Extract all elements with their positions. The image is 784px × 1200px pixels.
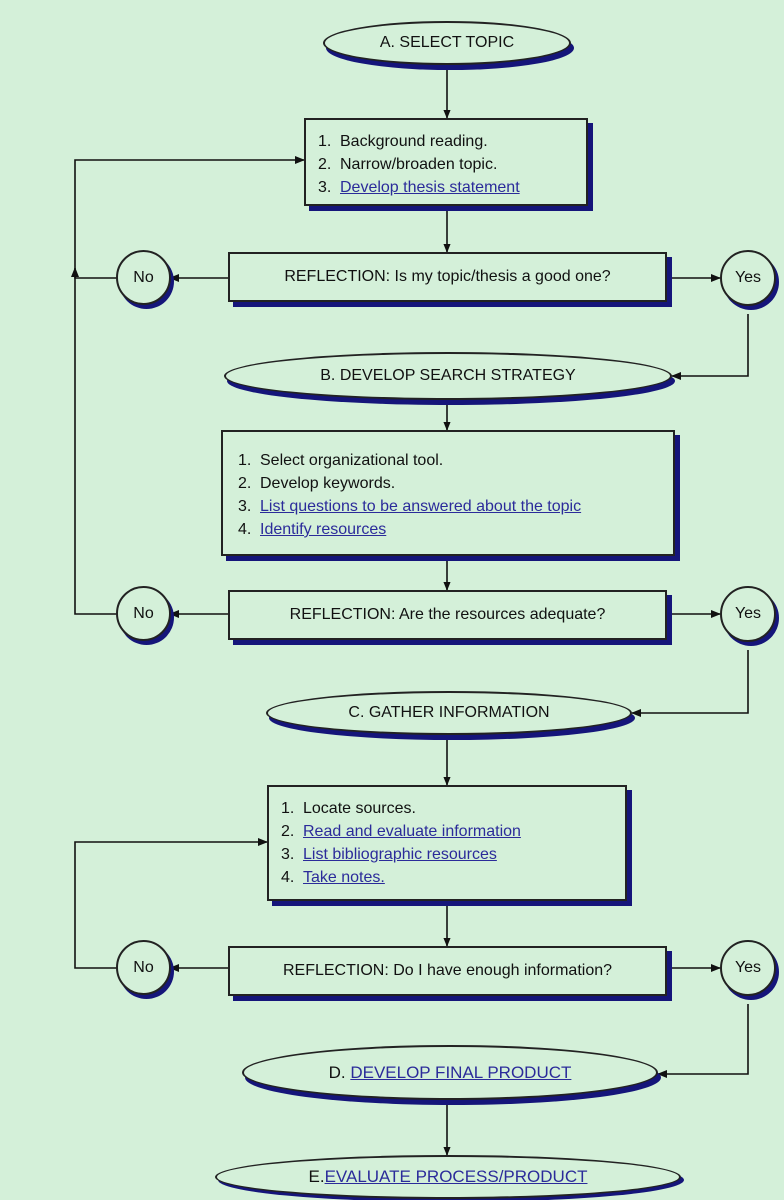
reflection-topic-thesis: REFLECTION: Is my topic/thesis a good on… xyxy=(228,252,667,302)
list-item: 2.Narrow/broaden topic. xyxy=(318,156,498,173)
list-gather-steps: 1.Locate sources. 2.Read and evaluate in… xyxy=(281,797,625,889)
link-read-evaluate[interactable]: Read and evaluate information xyxy=(303,823,521,840)
list-topic-steps: 1.Background reading. 2.Narrow/broaden t… xyxy=(318,130,586,199)
list-search-steps: 1.Select organizational tool. 2.Develop … xyxy=(238,449,673,541)
list-item: 2.Read and evaluate information xyxy=(281,823,521,840)
decision-yes-1: Yes xyxy=(720,250,776,306)
list-item: 4.Identify resources xyxy=(238,521,387,538)
decision-yes-3: Yes xyxy=(720,940,776,996)
reflection-2-text: REFLECTION: Are the resources adequate? xyxy=(289,606,606,623)
link-evaluate-process-product[interactable]: EVALUATE PROCESS/PRODUCT xyxy=(324,1167,588,1186)
list-item: 2.Develop keywords. xyxy=(238,475,396,492)
link-list-questions[interactable]: List questions to be answered about the … xyxy=(260,498,582,515)
list-item: 4.Take notes. xyxy=(281,869,385,886)
path-yes2 xyxy=(631,650,749,717)
list-item: 3.Develop thesis statement xyxy=(318,179,520,196)
reflection-resources-adequate: REFLECTION: Are the resources adequate? xyxy=(228,590,667,640)
decision-no-3: No xyxy=(116,940,171,995)
path-yes3 xyxy=(657,1004,749,1078)
loop-no1 xyxy=(74,156,305,279)
stage-b-develop-search-strategy: B. DEVELOP SEARCH STRATEGY xyxy=(224,352,672,400)
decision-yes-2: Yes xyxy=(720,586,776,642)
loop-no2 xyxy=(71,267,118,615)
link-develop-thesis[interactable]: Develop thesis statement xyxy=(340,179,520,196)
link-take-notes[interactable]: Take notes. xyxy=(303,869,385,886)
list-item: 1.Locate sources. xyxy=(281,800,416,817)
path-yes1 xyxy=(671,314,749,380)
list-item: 1.Select organizational tool. xyxy=(238,452,444,469)
decision-no-2: No xyxy=(116,586,171,641)
stage-a-label: A. SELECT TOPIC xyxy=(379,34,515,51)
reflection-1-text: REFLECTION: Is my topic/thesis a good on… xyxy=(284,268,611,285)
list-item: 3.List questions to be answered about th… xyxy=(238,498,582,515)
stage-c-gather-information: C. GATHER INFORMATION xyxy=(266,691,632,735)
loop-no3 xyxy=(74,838,268,969)
box-select-topic-steps: 1.Background reading. 2.Narrow/broaden t… xyxy=(304,118,588,206)
stage-c-label: C. GATHER INFORMATION xyxy=(348,704,550,721)
link-develop-final-product[interactable]: DEVELOP FINAL PRODUCT xyxy=(350,1062,572,1082)
reflection-enough-information: REFLECTION: Do I have enough information… xyxy=(228,946,667,996)
link-identify-resources[interactable]: Identify resources xyxy=(260,521,387,538)
stage-e-evaluate-process-product: E.EVALUATE PROCESS/PRODUCT xyxy=(215,1155,681,1199)
reflection-3-text: REFLECTION: Do I have enough information… xyxy=(282,962,613,979)
decision-no-1: No xyxy=(116,250,171,305)
list-item: 1.Background reading. xyxy=(318,133,488,150)
stage-a-select-topic: A. SELECT TOPIC xyxy=(323,21,571,65)
box-gather-information-steps: 1.Locate sources. 2.Read and evaluate in… xyxy=(267,785,627,901)
stage-b-label: B. DEVELOP SEARCH STRATEGY xyxy=(320,367,576,384)
stage-d-develop-final-product: D. DEVELOP FINAL PRODUCT xyxy=(242,1045,658,1100)
link-bibliographic-resources[interactable]: List bibliographic resources xyxy=(303,846,497,863)
box-search-strategy-steps: 1.Select organizational tool. 2.Develop … xyxy=(221,430,675,556)
list-item: 3.List bibliographic resources xyxy=(281,846,497,863)
